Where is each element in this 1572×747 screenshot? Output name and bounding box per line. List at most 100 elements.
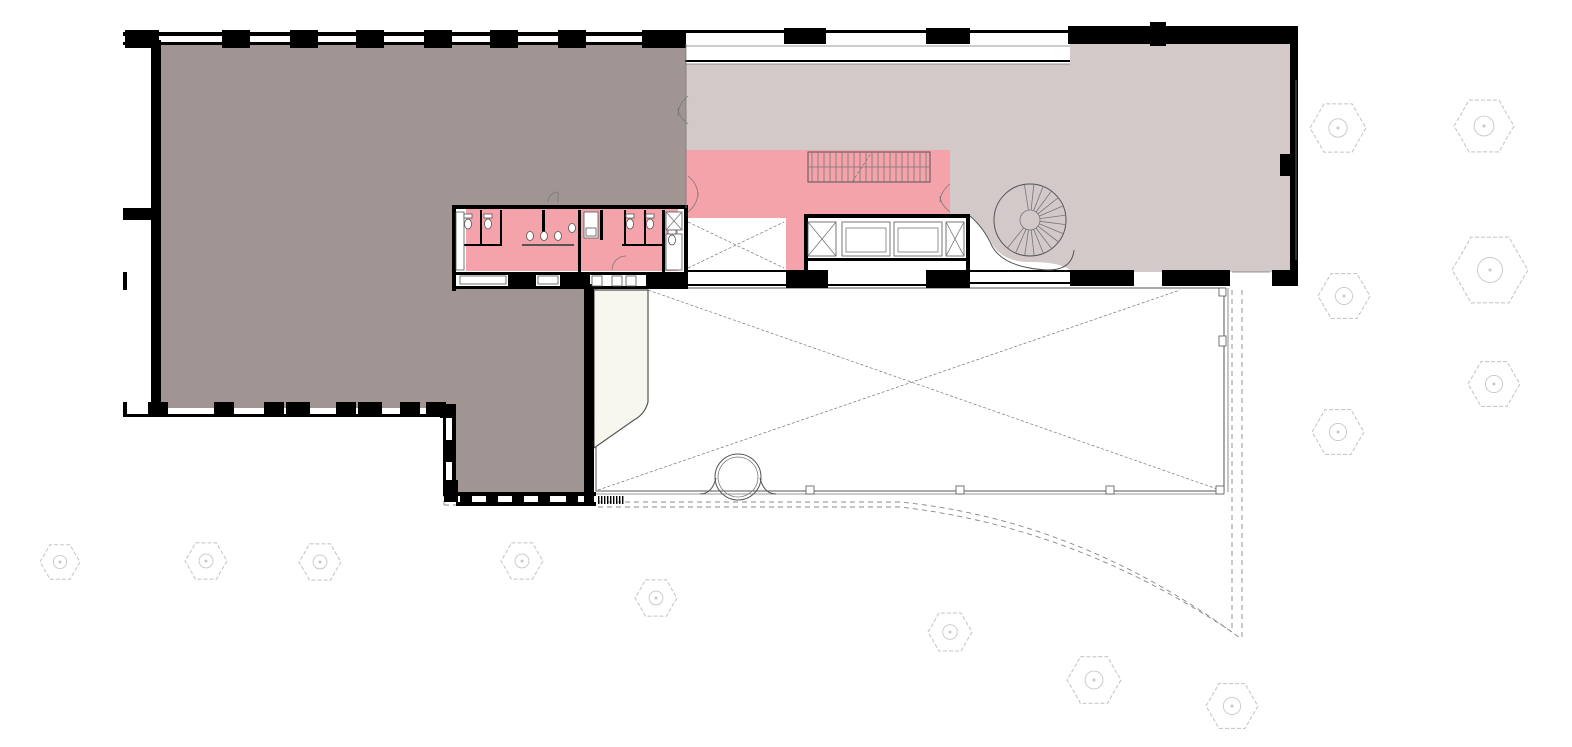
tree-icon [39,544,81,580]
wall [508,272,536,289]
spiral-stair-icon [969,183,1075,271]
wall [686,284,786,286]
stair-break-line [851,151,873,183]
wall [1272,270,1298,286]
sink-icon [568,223,576,233]
column-marker [1105,485,1115,495]
tree-icon [1205,682,1259,730]
wall [804,214,970,218]
wall [804,214,808,272]
pier [123,402,127,416]
tree-icon [184,542,228,580]
ramp-area [593,289,649,450]
pier [566,492,578,506]
pier [538,492,550,506]
toilet-icon [645,213,655,230]
pier [336,402,356,416]
tree-icon [634,579,678,617]
tree-icon [1311,408,1365,456]
step [622,496,624,504]
wall [926,28,970,44]
pier [125,30,159,48]
site-boundary-dashed [598,501,1241,639]
pier [356,30,384,48]
wall [444,480,458,502]
lift-car-icon [841,221,891,257]
open-hall-room [686,42,1292,272]
pier [486,492,498,506]
washbasin-counter [522,227,597,246]
toilet-icon [483,213,493,230]
step [610,496,612,504]
pier [290,30,318,48]
tree-icon [1309,103,1367,153]
wall [684,205,688,289]
void-icon [687,221,785,269]
void-diagonal-b [597,289,1181,491]
wall [686,270,786,272]
wall [828,284,926,286]
walls [123,22,1298,506]
void-diagonal-a [647,289,1221,491]
wall [452,205,688,209]
wing-piers [460,492,578,506]
pier [558,30,586,48]
wall [123,272,127,290]
wall [151,40,161,410]
wall [968,270,1070,272]
wall [1070,270,1134,286]
wall [926,270,970,288]
toilet-icon [667,229,677,246]
step [619,496,621,504]
wall [456,502,596,506]
pier [400,402,420,416]
pier [286,402,310,416]
toilet-icon [463,213,473,230]
door-swing-icon [547,95,951,271]
column-marker [1215,485,1225,495]
pier [642,30,686,48]
north-facade-piers [125,30,686,48]
pier [512,492,524,506]
lift-car-icon [893,221,943,257]
south-facade-piers [123,402,446,416]
landscape-trees [39,99,1529,730]
pier [424,30,452,48]
toilet-icon [625,213,635,230]
tree-icon [1453,99,1515,153]
wall [786,270,828,288]
column-marker [805,485,815,495]
wall [968,282,1072,284]
wall [452,205,456,291]
pier [358,402,382,416]
wall [584,284,594,506]
column-marker [1218,335,1227,347]
step [604,496,606,504]
column-marker [955,485,965,495]
sink-icon [554,231,562,241]
elevator-icon [945,221,965,257]
main-hall-room [156,42,686,496]
tree-icon [927,612,973,652]
pier [214,402,234,416]
wall [1068,26,1298,44]
pier [148,402,168,416]
tree-icon [1317,272,1371,320]
wall [804,258,970,261]
terrace-outline [595,287,1225,492]
wall [456,492,596,496]
step [607,496,609,504]
column-marker [1218,287,1227,297]
pier [222,30,250,48]
wall [560,272,590,289]
step [616,496,618,504]
wall [1280,154,1294,176]
entry-steps [598,496,624,504]
step [598,496,600,504]
sink-icon [540,231,548,241]
pier [264,402,284,416]
pier [460,492,472,506]
round-planter-icon [699,453,777,501]
wall [123,32,685,36]
